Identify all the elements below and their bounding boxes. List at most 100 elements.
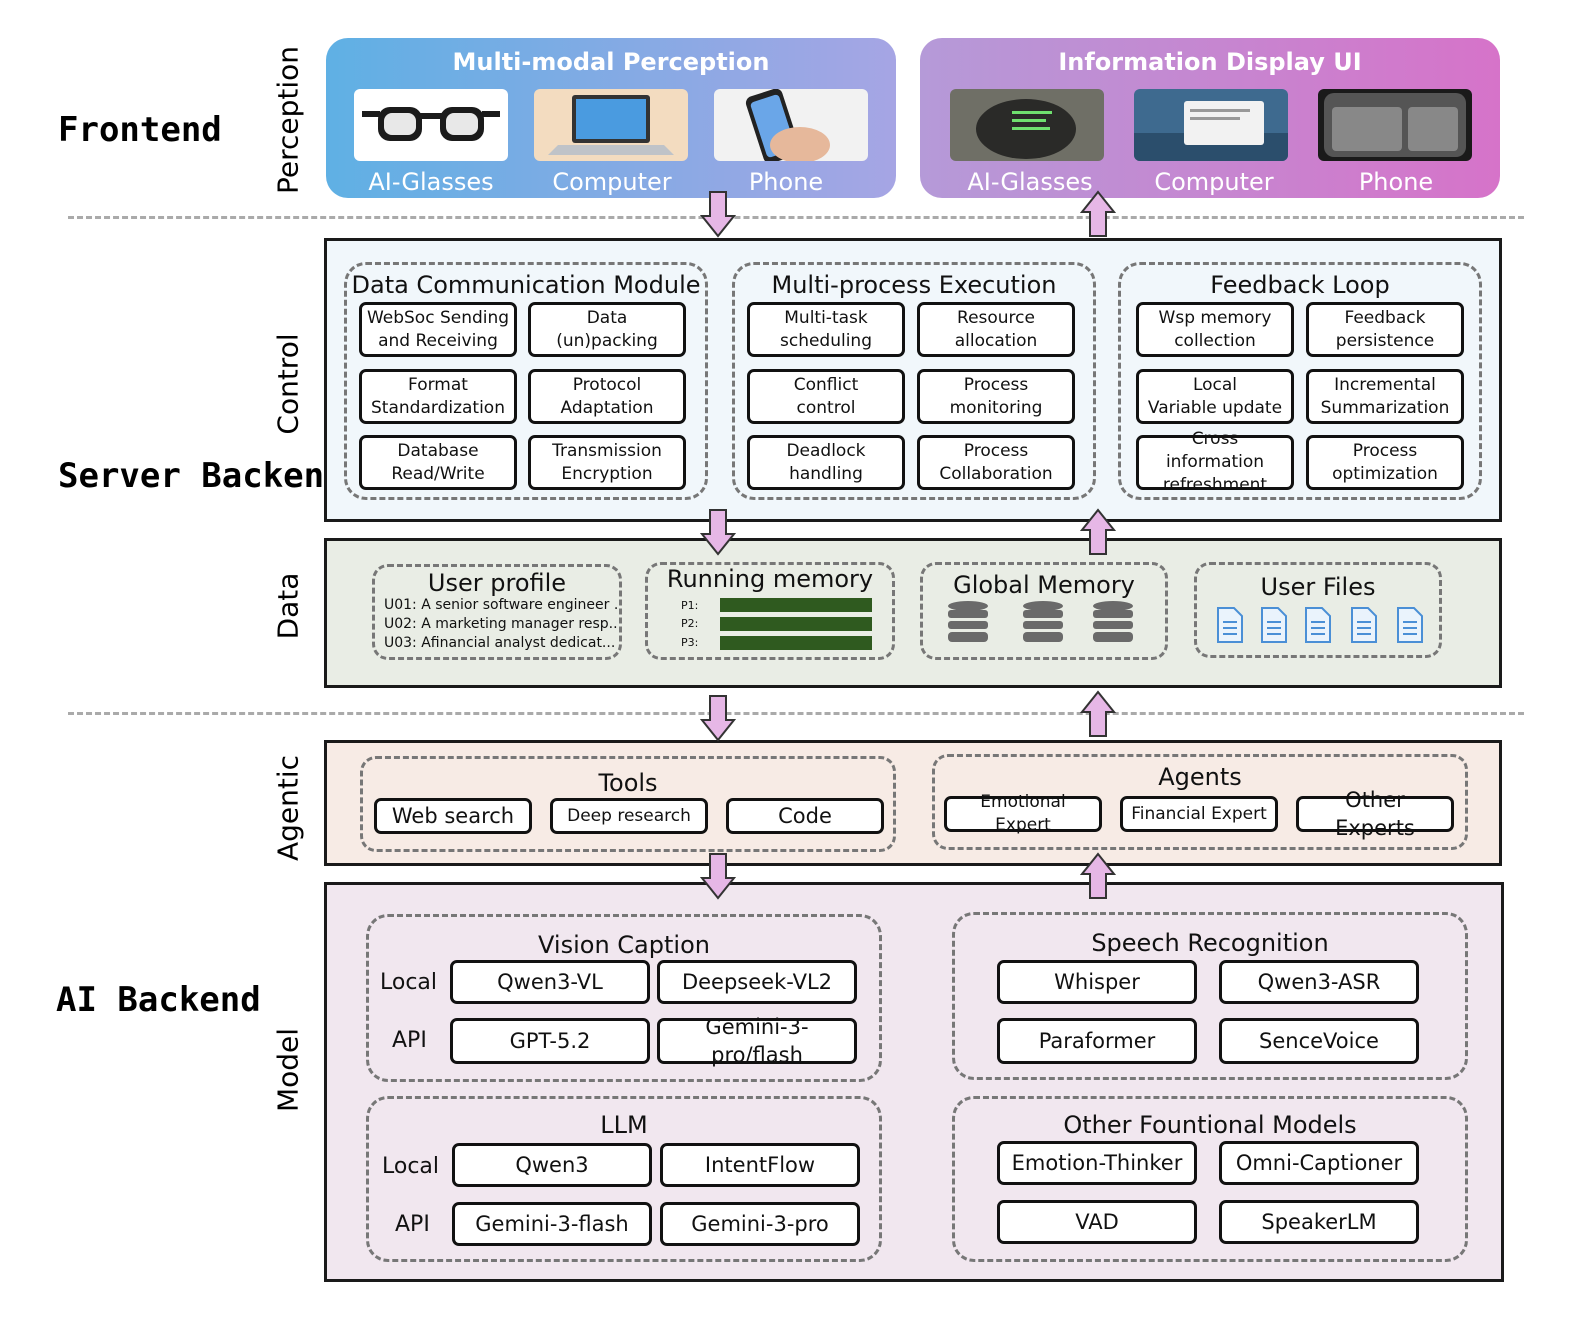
running-memory-label-p2: P2: bbox=[681, 617, 699, 630]
model-paraformer: Paraformer bbox=[997, 1018, 1197, 1064]
global-memory-title: Global Memory bbox=[953, 571, 1135, 599]
other-models-title: Other Fountional Models bbox=[1063, 1111, 1357, 1139]
section-ai-backend: AI Backend bbox=[56, 980, 261, 1020]
speech-recognition-title: Speech Recognition bbox=[1091, 929, 1329, 957]
perception-output-panel: Information Display UI AI-Glasses Comput… bbox=[920, 38, 1500, 198]
vision-local-label: Local bbox=[380, 970, 438, 995]
perception-input-panel: Multi-modal Perception AI-Glasses Comput… bbox=[326, 38, 896, 198]
perception-input-glasses-label: AI-Glasses bbox=[368, 168, 494, 196]
user-files-title: User Files bbox=[1260, 573, 1376, 601]
section-frontend: Frontend bbox=[58, 110, 222, 150]
group-running-memory: Running memory bbox=[645, 562, 895, 660]
model-emotion-thinker: Emotion-Thinker bbox=[997, 1141, 1197, 1185]
group-tools: Tools bbox=[360, 756, 896, 852]
model-qwen3: Qwen3 bbox=[452, 1143, 652, 1187]
computer-display-image bbox=[1134, 89, 1288, 161]
running-memory-label-p1: P1: bbox=[681, 599, 699, 612]
arrow-down-icon bbox=[700, 191, 736, 238]
layer-agentic: Agentic bbox=[271, 754, 305, 862]
model-gemini-3-flash: Gemini-3-flash bbox=[452, 1202, 652, 1246]
vision-caption-title: Vision Caption bbox=[538, 931, 710, 959]
separator-frontend bbox=[68, 216, 1524, 219]
perception-output-phone-label: Phone bbox=[1358, 168, 1434, 196]
group-data-communication: Data Communication Module bbox=[344, 262, 708, 500]
arrow-up-icon bbox=[1080, 852, 1116, 899]
model-omni-captioner: Omni-Captioner bbox=[1219, 1141, 1419, 1185]
glasses-image bbox=[354, 89, 508, 161]
group-multi-process: Multi-process Execution bbox=[732, 262, 1096, 500]
arrow-down-icon bbox=[700, 695, 736, 742]
model-qwen3-asr: Qwen3-ASR bbox=[1219, 960, 1419, 1004]
llm-api-label: API bbox=[395, 1212, 430, 1237]
perception-input-title: Multi-modal Perception bbox=[452, 48, 770, 76]
user-profile-line-2: U02: A marketing manager resp... bbox=[384, 616, 618, 632]
document-icon bbox=[1397, 607, 1423, 643]
group-vision-caption: Vision Caption bbox=[366, 914, 882, 1082]
group-llm: LLM bbox=[366, 1096, 882, 1262]
user-profile-line-3: U03: Afinancial analyst dedicat... bbox=[384, 635, 616, 651]
document-icon bbox=[1305, 607, 1331, 643]
model-speakerlm: SpeakerLM bbox=[1219, 1200, 1419, 1244]
group-agents: Agents bbox=[932, 754, 1468, 850]
perception-output-glasses-label: AI-Glasses bbox=[967, 168, 1093, 196]
glasses-display-image bbox=[950, 89, 1104, 161]
user-profile-title: User profile bbox=[427, 569, 567, 597]
arrow-up-icon bbox=[1080, 190, 1116, 237]
tool-web-search: Web search bbox=[374, 798, 532, 834]
tools-title: Tools bbox=[598, 769, 658, 797]
running-memory-label-p3: P3: bbox=[681, 636, 699, 649]
running-memory-bar-p2 bbox=[720, 617, 872, 631]
model-whisper: Whisper bbox=[997, 960, 1197, 1004]
model-vad: VAD bbox=[997, 1200, 1197, 1244]
group-user-files: User Files bbox=[1194, 562, 1442, 658]
perception-input-phone-label: Phone bbox=[748, 168, 824, 196]
perception-output-title: Information Display UI bbox=[1058, 48, 1362, 76]
box-data-unpacking: Data (un)packing bbox=[528, 302, 686, 357]
document-icon bbox=[1217, 607, 1243, 643]
document-icon bbox=[1261, 607, 1287, 643]
document-icon bbox=[1351, 607, 1377, 643]
running-memory-bar-p3 bbox=[720, 636, 872, 650]
database-icons bbox=[948, 601, 1133, 642]
group-multi-process-title: Multi-process Execution bbox=[771, 271, 1057, 299]
model-deepseek-vl2: Deepseek-VL2 bbox=[657, 960, 857, 1004]
group-user-profile: User profile bbox=[372, 564, 622, 660]
control-panel bbox=[324, 238, 1502, 522]
llm-title: LLM bbox=[600, 1111, 648, 1139]
layer-data: Data bbox=[271, 572, 305, 640]
group-data-communication-title: Data Communication Module bbox=[351, 271, 701, 299]
database-icon bbox=[1093, 601, 1133, 642]
perception-input-computer-label: Computer bbox=[552, 168, 672, 196]
database-icon bbox=[1023, 601, 1063, 642]
model-intentflow: IntentFlow bbox=[660, 1143, 860, 1187]
agents-title: Agents bbox=[1158, 763, 1242, 791]
phone-display-image bbox=[1318, 89, 1472, 161]
separator-ai bbox=[68, 712, 1524, 715]
model-gpt-5-2: GPT-5.2 bbox=[450, 1018, 650, 1064]
model-gemini-3-pro-flash: Gemini-3-pro/flash bbox=[657, 1015, 857, 1067]
layer-control: Control bbox=[271, 333, 305, 435]
vision-api-label: API bbox=[392, 1028, 427, 1053]
model-sencevoice: SenceVoice bbox=[1219, 1018, 1419, 1064]
group-feedback-loop-title: Feedback Loop bbox=[1210, 271, 1390, 299]
arrow-down-icon bbox=[700, 853, 736, 900]
phone-image bbox=[714, 89, 868, 161]
running-memory-bar-p1 bbox=[720, 598, 872, 612]
agent-other-experts: Other Experts bbox=[1296, 788, 1454, 840]
group-global-memory: Global Memory bbox=[920, 562, 1168, 660]
